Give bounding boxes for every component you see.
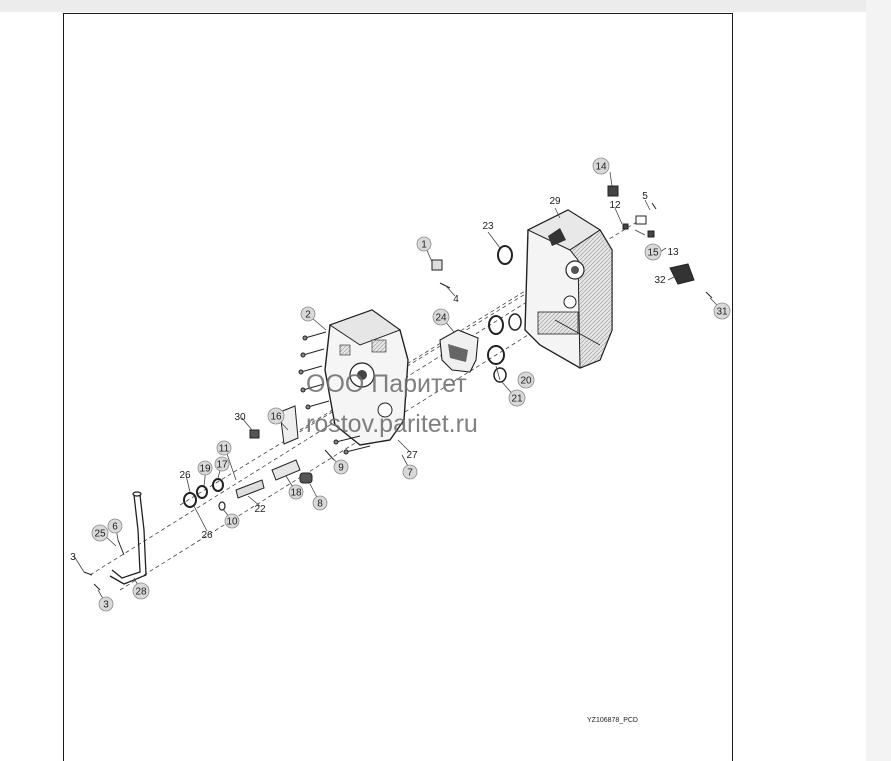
seal-rings	[183, 245, 522, 511]
callout-21: 21	[508, 389, 526, 407]
callout-22: 22	[254, 504, 266, 515]
callout-29: 29	[549, 196, 561, 207]
svg-text:17: 17	[216, 460, 228, 471]
svg-text:3: 3	[70, 552, 76, 563]
callout-17: 17	[214, 456, 230, 472]
callout-6: 6	[107, 518, 123, 534]
svg-text:26: 26	[179, 470, 191, 481]
svg-text:27: 27	[406, 450, 418, 461]
scrollbar-gutter[interactable]	[866, 0, 891, 761]
svg-text:rostov.paritet.ru: rostov.paritet.ru	[306, 410, 478, 438]
callout-18: 18	[288, 484, 304, 500]
svg-text:19: 19	[199, 464, 211, 475]
callout-8: 8	[312, 495, 328, 511]
drawing-reference-code: YZ106878_PCD	[587, 717, 638, 724]
callout-26-lower: 26	[201, 530, 213, 541]
svg-text:2: 2	[305, 310, 311, 321]
svg-text:31: 31	[716, 307, 728, 318]
svg-text:28: 28	[135, 587, 147, 598]
callout-7: 7	[402, 464, 418, 480]
callout-15: 15	[644, 243, 662, 261]
callout-19: 19	[197, 460, 213, 476]
callout-14: 14	[592, 157, 610, 175]
callout-32: 32	[654, 275, 666, 286]
rotor-part	[439, 329, 479, 373]
oil-tube-part	[109, 491, 147, 585]
svg-text:12: 12	[609, 200, 621, 211]
callout-23: 23	[482, 221, 494, 232]
svg-text:25: 25	[94, 529, 106, 540]
callout-bubbles: 14 12 5 15 13 32 31 29 23 1 4 24 2 20 21…	[70, 157, 731, 612]
callout-28: 28	[132, 582, 150, 600]
svg-text:10: 10	[226, 517, 238, 528]
callout-12: 12	[609, 200, 621, 211]
svg-text:24: 24	[435, 313, 447, 324]
svg-text:15: 15	[647, 248, 659, 259]
callout-27: 27	[406, 450, 418, 461]
callout-1: 1	[416, 236, 432, 252]
callout-25: 25	[91, 524, 109, 542]
svg-text:26: 26	[201, 530, 213, 541]
callout-3-upper: 3	[70, 552, 76, 563]
callout-24: 24	[432, 308, 450, 326]
svg-text:6: 6	[112, 522, 118, 533]
callout-30: 30	[234, 412, 246, 423]
svg-text:14: 14	[595, 162, 607, 173]
svg-text:21: 21	[511, 394, 523, 405]
callout-9: 9	[333, 459, 349, 475]
callout-20: 20	[517, 371, 535, 389]
svg-text:18: 18	[290, 488, 302, 499]
svg-text:9: 9	[338, 463, 344, 474]
front-housing-part	[298, 309, 409, 455]
svg-text:13: 13	[667, 247, 679, 258]
svg-text:30: 30	[234, 412, 246, 423]
small-parts	[83, 185, 713, 591]
callout-26-upper: 26	[179, 470, 191, 481]
callout-31: 31	[713, 302, 731, 320]
callout-13: 13	[667, 247, 679, 258]
callout-11: 11	[216, 440, 232, 456]
svg-text:ООО Паритет: ООО Паритет	[306, 370, 467, 398]
svg-text:1: 1	[421, 240, 427, 251]
svg-text:5: 5	[642, 191, 648, 202]
callout-5: 5	[642, 191, 648, 202]
svg-text:11: 11	[219, 444, 230, 455]
svg-text:22: 22	[254, 504, 266, 515]
svg-text:20: 20	[520, 376, 532, 387]
svg-text:7: 7	[407, 468, 413, 479]
svg-text:4: 4	[453, 294, 459, 305]
svg-text:3: 3	[103, 600, 109, 611]
svg-text:16: 16	[270, 412, 282, 423]
rear-housing-part	[524, 209, 613, 369]
callout-10: 10	[224, 513, 240, 529]
callout-4: 4	[453, 294, 459, 305]
svg-text:32: 32	[654, 275, 666, 286]
callout-2: 2	[300, 306, 316, 322]
watermark: ООО Паритет rostov.paritet.ru	[306, 370, 478, 438]
svg-text:23: 23	[482, 221, 494, 232]
svg-text:29: 29	[549, 196, 561, 207]
svg-text:8: 8	[317, 499, 323, 510]
callout-3-lower: 3	[98, 596, 114, 612]
callout-16: 16	[267, 407, 285, 425]
